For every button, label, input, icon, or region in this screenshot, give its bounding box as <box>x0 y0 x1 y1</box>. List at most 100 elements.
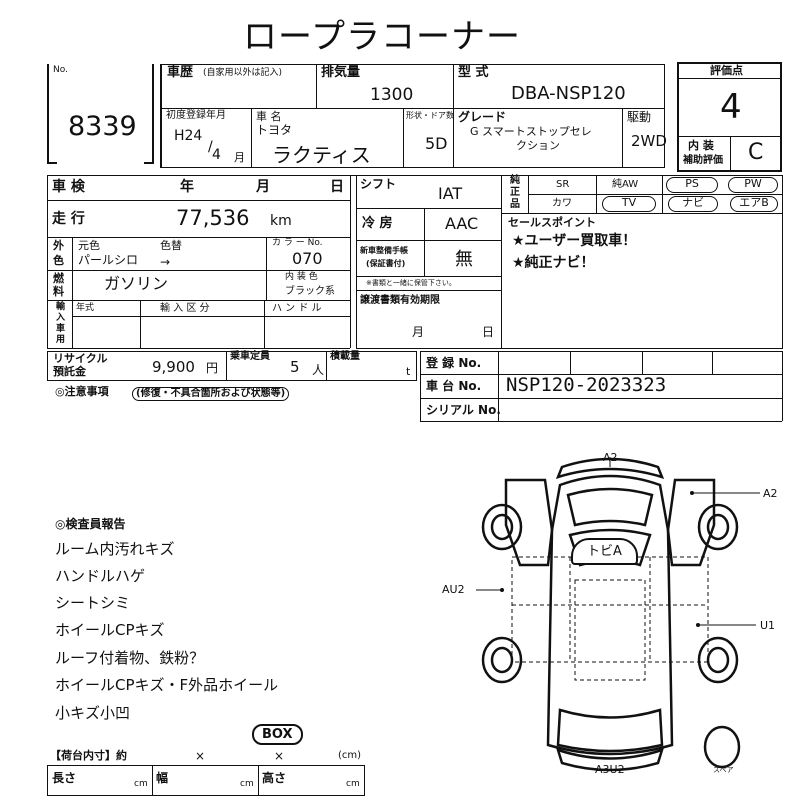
page-title: ロープラコーナー <box>243 17 521 57</box>
transfer-docs-day: 日 <box>482 325 495 339</box>
color-code-value: 070 <box>292 249 323 268</box>
cargo-times-2: × <box>274 749 285 763</box>
import-side-1: 輸 <box>56 302 66 312</box>
diagram-window-mark: トビA <box>571 538 638 565</box>
color-side-1: 外 <box>53 239 64 252</box>
interior-score-value: C <box>748 140 764 165</box>
import-year-label: 年式 <box>76 303 95 313</box>
doors-value: 5D <box>425 134 448 153</box>
caution-label: ◎注意事項 <box>55 385 109 398</box>
recycle-unit: 円 <box>206 361 219 375</box>
length-label: 長さ <box>52 771 77 785</box>
capacity-unit: 人 <box>312 363 325 377</box>
inspector-label: ◎検査員報告 <box>55 517 126 531</box>
equip-pw: PW <box>728 177 778 193</box>
color-original-label: 元色 <box>78 239 100 252</box>
inspection-month: 月 <box>256 179 270 195</box>
height-unit: cm <box>346 779 360 789</box>
car-name-label: 車 名 <box>256 110 282 123</box>
first-reg-month: 4 <box>212 147 221 163</box>
equip-airbag: エアB <box>730 196 778 212</box>
grade-value-2: クション <box>516 139 560 152</box>
interior-color-value: ブラック系 <box>285 286 335 297</box>
caution-note: (修復・不具合箇所および状態等) <box>132 387 290 401</box>
interior-color-label: 内 装 色 <box>285 272 318 282</box>
first-reg-label: 初度登録年月 <box>166 110 226 121</box>
maintenance-label-1: 新車整備手帳 <box>360 246 408 255</box>
inspector-item-6: ホイールCPキズ・F外品ホイール <box>55 676 279 694</box>
diagram-mark-right: A2 <box>763 487 778 500</box>
drive-value: 2WD <box>631 132 667 150</box>
score-value: 4 <box>720 87 742 127</box>
cargo-unit: (cm) <box>338 750 362 761</box>
recycle-label-2: 預託金 <box>53 365 86 378</box>
diagram-mark-left: AU2 <box>442 583 465 596</box>
mileage-label: 走 行 <box>52 211 85 227</box>
equipment-label-3: 品 <box>510 199 520 210</box>
width-unit: cm <box>240 779 254 789</box>
box-badge: BOX <box>252 724 303 745</box>
drive-label: 駆動 <box>627 110 652 124</box>
inspector-item-3: シートシミ <box>55 594 131 612</box>
capacity-value: 5 <box>290 358 300 376</box>
diagram-mark-bottom: A3U2 <box>595 763 625 776</box>
equip-leather: カワ <box>552 198 572 209</box>
inspector-item-4: ホイールCPキズ <box>55 621 165 639</box>
inspection-day: 日 <box>330 179 344 195</box>
chassis-label: 車 台 No. <box>426 379 482 393</box>
import-side-4: 用 <box>56 335 66 345</box>
inspector-item-7: 小キズ小凹 <box>55 704 131 722</box>
doors-label: 形状・ドア数 <box>406 111 454 120</box>
recycle-label-1: リサイクル <box>53 352 108 365</box>
width-label: 幅 <box>156 771 169 785</box>
cargo-times-1: × <box>195 749 206 763</box>
load-unit: t <box>406 365 411 378</box>
car-damage-diagram <box>476 457 760 772</box>
grade-value-1: G スマートストップセレ <box>470 125 592 138</box>
maintenance-value: 無 <box>455 249 473 270</box>
model-label: 型 式 <box>458 65 489 80</box>
history-label: 車歴 <box>167 65 194 80</box>
load-label: 積載量 <box>330 351 360 362</box>
first-reg-month-unit: 月 <box>234 151 245 164</box>
mileage-unit: km <box>270 213 292 229</box>
interior-score-label-2: 補助評価 <box>683 155 723 166</box>
length-unit: cm <box>134 779 148 789</box>
height-label: 高さ <box>262 771 287 785</box>
import-handle-label: ハ ン ド ル <box>272 303 322 314</box>
displacement-label: 排気量 <box>321 65 361 80</box>
transfer-docs-label: 譲渡書類有効期限 <box>360 295 440 306</box>
model-value: DBA-NSP120 <box>511 83 626 104</box>
diagram-spare-label: スペア <box>713 766 734 774</box>
inspection-label: 車 検 <box>52 179 85 195</box>
inspector-item-2: ハンドルハゲ <box>55 567 146 585</box>
first-reg-slash: / <box>208 139 213 155</box>
maintenance-note: ※書類と一緒に保管下さい。 <box>366 279 456 287</box>
diagram-mark-roof: U1 <box>760 619 776 632</box>
color-original-value: パールシロ <box>78 253 139 267</box>
color-code-label: カ ラ ー No. <box>272 238 323 248</box>
import-side-3: 車 <box>56 324 66 334</box>
inspector-item-1: ルーム内汚れキズ <box>55 540 175 558</box>
equip-tv: TV <box>602 196 656 212</box>
sales-points-label: セールスポイント <box>508 216 596 229</box>
maintenance-label-2: (保証書付) <box>366 259 406 268</box>
lot-no-label: No. <box>53 65 68 75</box>
car-maker: トヨタ <box>256 123 293 137</box>
shift-label: シフト <box>360 177 397 191</box>
displacement-value: 1300 <box>370 85 414 105</box>
import-class-label: 輸 入 区 分 <box>160 303 210 314</box>
recycle-value: 9,900 <box>152 358 195 376</box>
equipment-label-1: 純 <box>510 175 520 186</box>
history-note: (自家用以外は記入) <box>203 68 283 78</box>
lot-number: 8339 <box>68 111 137 142</box>
equipment-label-2: 正 <box>510 187 520 198</box>
grade-label: グレード <box>458 110 507 124</box>
ac-label: 冷 房 <box>362 216 393 231</box>
chassis-value: NSP120-2023323 <box>506 374 667 396</box>
fuel-label-2: 料 <box>53 285 64 298</box>
first-reg-year: H24 <box>174 128 203 144</box>
serial-label: シリアル No. <box>426 403 501 417</box>
mileage-value: 77,536 <box>176 206 250 230</box>
cargo-label: 【荷台内寸】約 <box>50 749 127 762</box>
